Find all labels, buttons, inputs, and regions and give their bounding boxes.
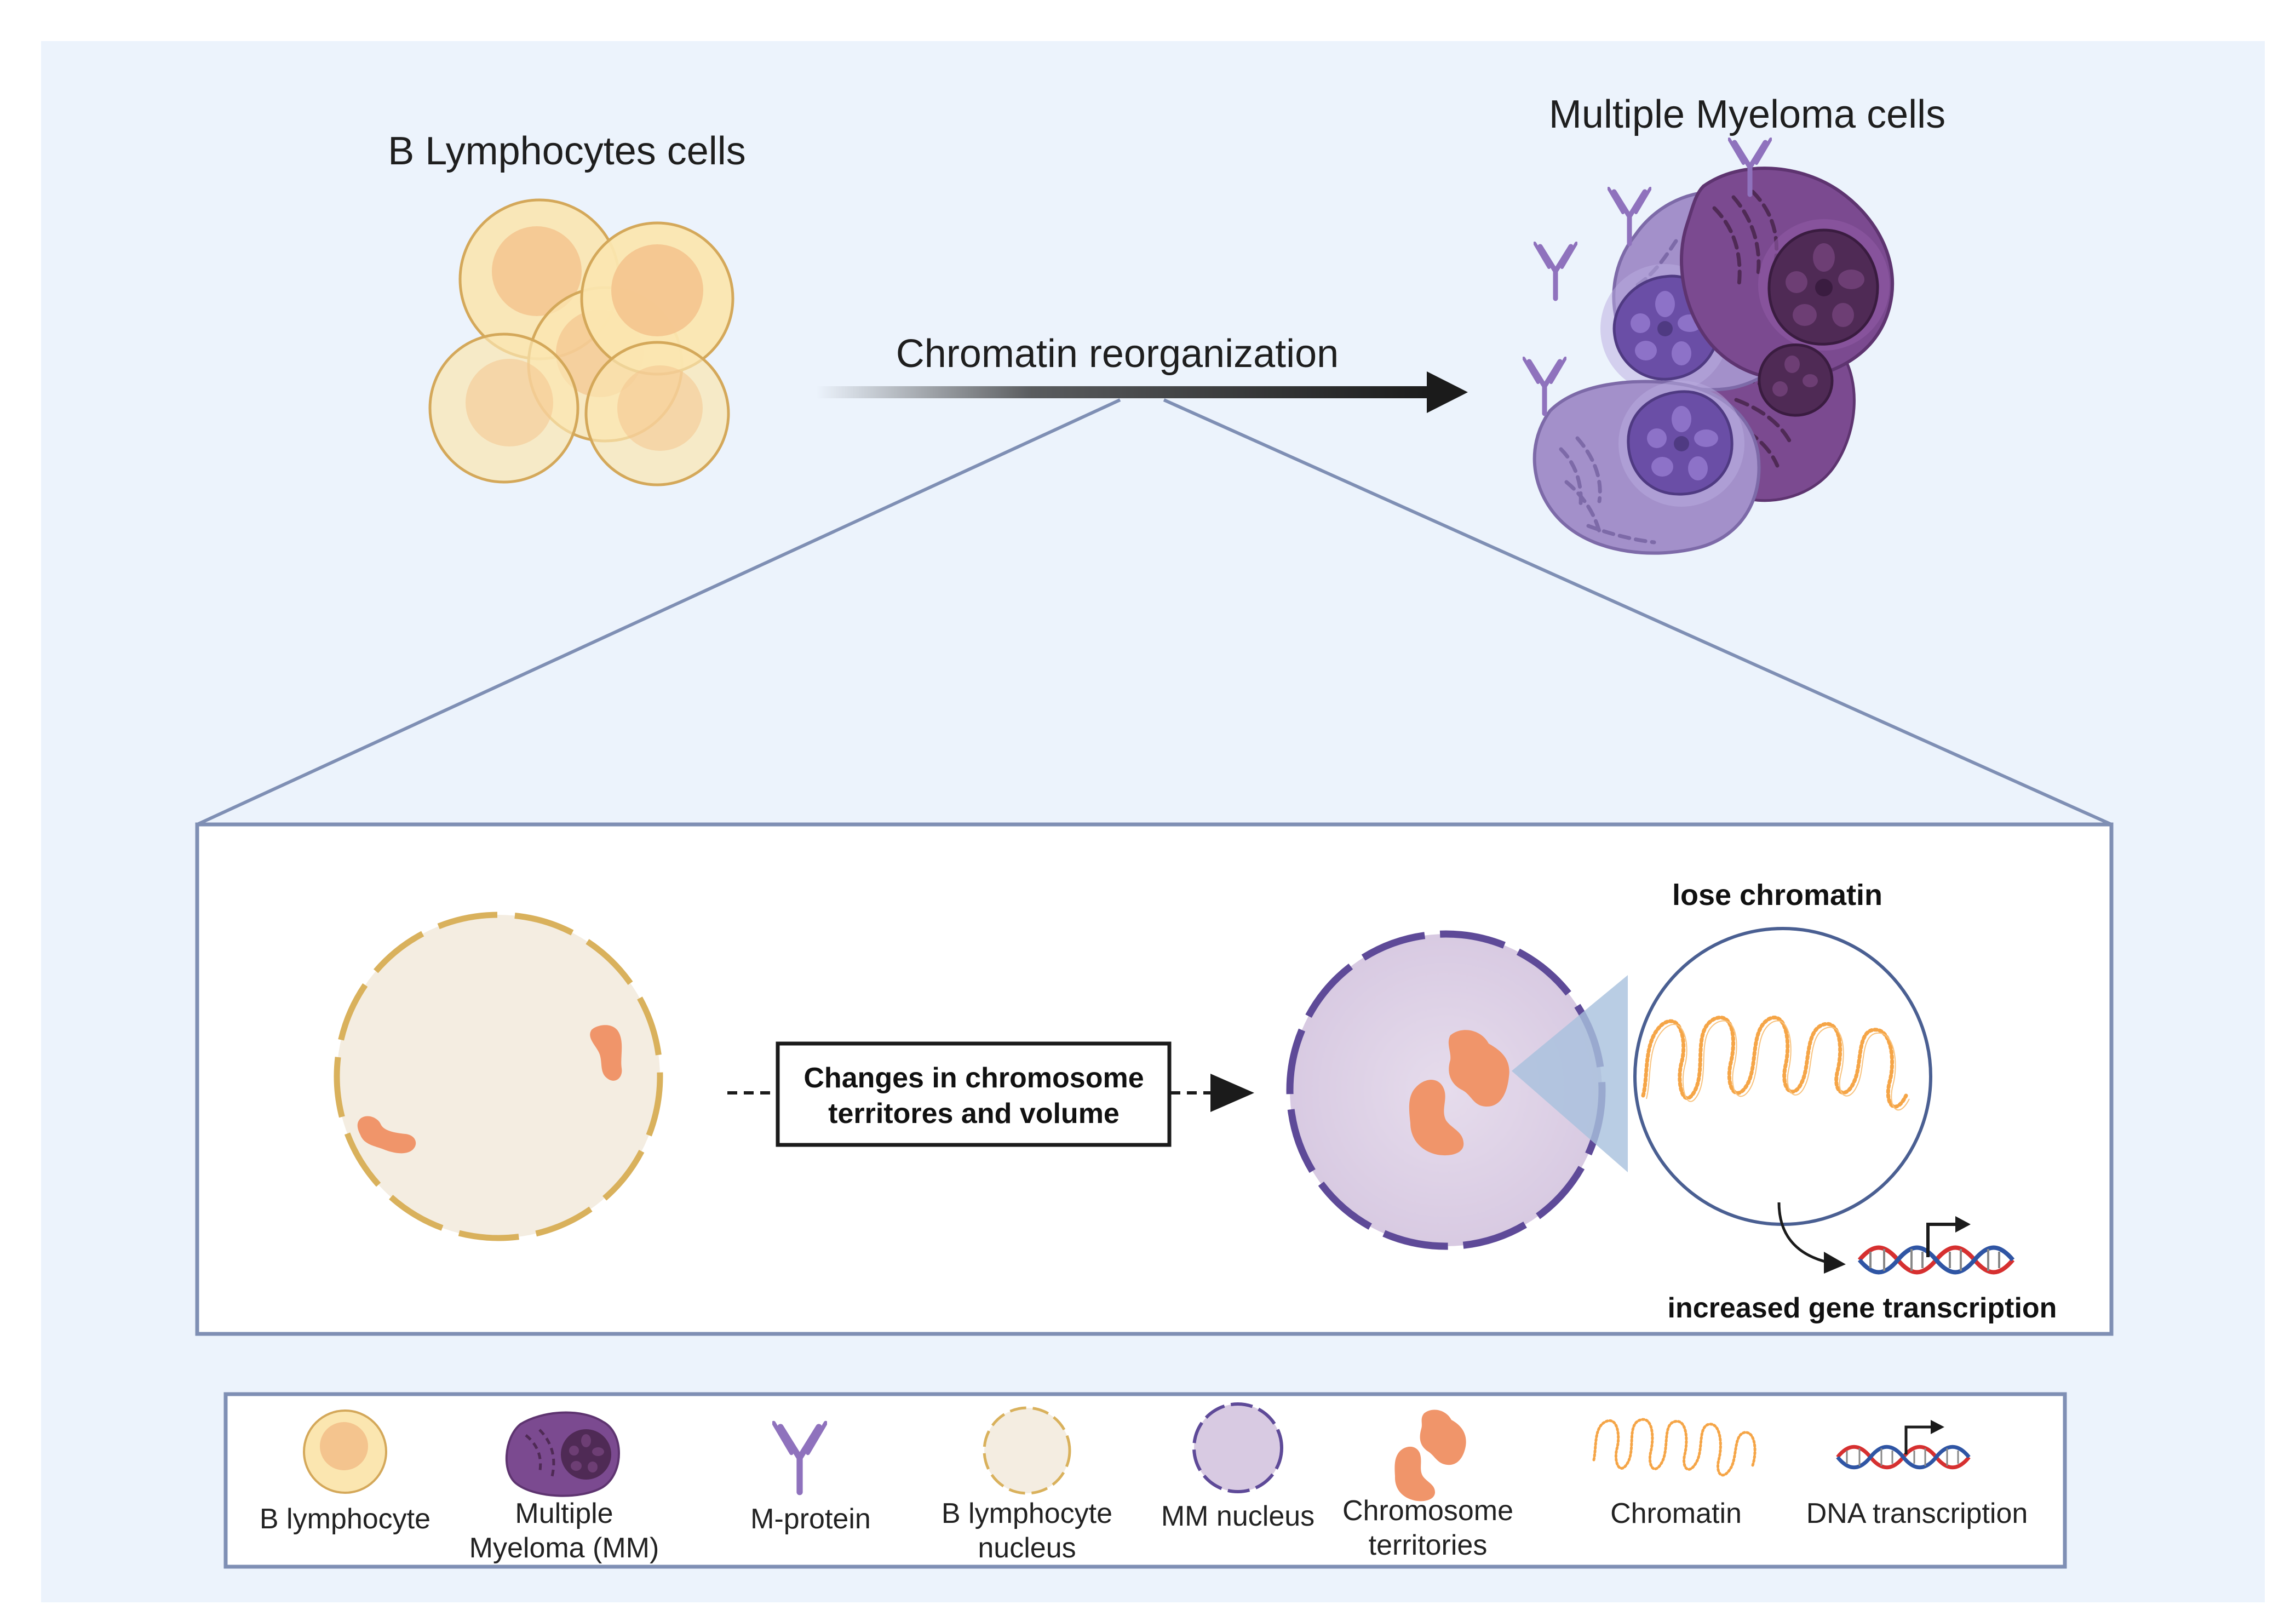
- legend-m-protein-label: M-protein: [750, 1503, 871, 1535]
- changes-box-line2: territores and volume: [828, 1098, 1120, 1130]
- legend-mm-nucleus-label: MM nucleus: [1161, 1500, 1315, 1532]
- mm-cell-dark-upper: [1680, 167, 1895, 381]
- increased-transcription-label: increased gene transcription: [1668, 1292, 2057, 1324]
- legend-mm-label-line2: Myeloma (MM): [469, 1532, 659, 1564]
- b-lymphocyte-cell: [584, 341, 730, 486]
- mm-cell-light-lower: [1532, 380, 1761, 555]
- loose-chromatin-inset: [1633, 927, 1932, 1226]
- legend-chromatin-icon: [1592, 1418, 1757, 1477]
- background-panel: [41, 41, 2265, 1602]
- legend-chromatin-label: Chromatin: [1610, 1498, 1742, 1529]
- legend-mm-nucleus-icon: [1192, 1402, 1283, 1493]
- chromosome-territory: [1409, 1080, 1464, 1156]
- legend-b-lymphocyte-icon: [303, 1409, 387, 1494]
- b-lymphocyte-cell: [580, 221, 734, 376]
- dna-helix-icon: [1857, 1216, 2015, 1275]
- legend-dna-icon: [1836, 1420, 1971, 1470]
- dashed-arrow-head: [1210, 1074, 1254, 1112]
- lose-chromatin-label: lose chromatin: [1672, 879, 1882, 912]
- legend-chromosome-icon: [1394, 1409, 1466, 1502]
- legend-dna-label: DNA transcription: [1806, 1498, 2028, 1529]
- legend-mm-label-line1: Multiple: [515, 1498, 613, 1529]
- loose-chromatin-fiber: [1641, 1016, 1908, 1109]
- changes-box: [776, 1041, 1172, 1147]
- b-lymphocyte-cluster: [428, 198, 734, 486]
- b-lymphocyte-cell: [428, 333, 579, 484]
- mm-cell-dark-middle-nucleus: [1758, 343, 1834, 417]
- legend-b-nucleus-icon: [983, 1406, 1071, 1495]
- legend-b-nucleus-label-line1: B lymphocyte: [942, 1498, 1112, 1529]
- transcription-curved-arrow: [1777, 1202, 1830, 1264]
- legend-mm-icon: [506, 1411, 620, 1497]
- chromosome-territory: [590, 1025, 622, 1081]
- zoom-cone: [1512, 975, 1628, 1172]
- chromosome-territory: [1448, 1030, 1509, 1107]
- reorganization-arrow: [816, 371, 1468, 413]
- changes-box-line1: Changes in chromosome: [803, 1062, 1144, 1094]
- mm-cells-title: Multiple Myeloma cells: [1549, 93, 1945, 136]
- transcription-arrow-head: [1824, 1252, 1846, 1274]
- b-lymphocyte-nucleus: [334, 912, 663, 1241]
- legend-b-nucleus-label-line2: nucleus: [978, 1532, 1076, 1564]
- legend-chromosome-label-line1: Chromosome: [1342, 1495, 1513, 1527]
- chromatin-reorganization-label: Chromatin reorganization: [896, 332, 1339, 376]
- mm-cell-cluster: [1524, 139, 1895, 555]
- chromosome-territory: [357, 1116, 416, 1154]
- legend-b-lymphocyte-label: B lymphocyte: [260, 1503, 431, 1535]
- legend-chromosome-label-line2: territories: [1369, 1529, 1488, 1561]
- zoom-lines: [196, 398, 2113, 826]
- b-lymphocytes-title: B Lymphocytes cells: [388, 129, 746, 173]
